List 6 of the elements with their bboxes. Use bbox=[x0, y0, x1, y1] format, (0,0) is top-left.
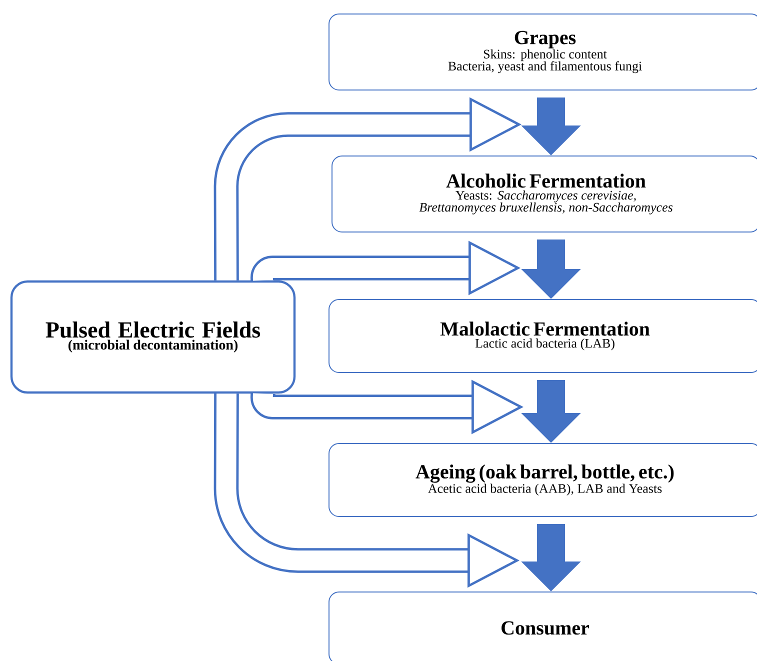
process-box: Ageing (oak barrel, bottle, etc.) Acetic acid bacteria (AAB), LAB and Yeasts bbox=[328, 443, 757, 517]
process-box: Consumer bbox=[328, 592, 757, 661]
process-box: Alcoholic Fermentation Yeasts: Saccharomyces cerevisiae, Brettanomyces bruxellensis, non-Saccharomyces bbox=[332, 156, 757, 232]
treatment-box: Pulsed Electric Fields (microbial decontamination) bbox=[10, 280, 296, 394]
process-box: Malolactic Fermentation Lactic acid bacteria (LAB) bbox=[328, 299, 757, 373]
process-box: Grapes Skins: phenolic content Bacteria, yeast and filamentous fungi bbox=[328, 14, 757, 90]
